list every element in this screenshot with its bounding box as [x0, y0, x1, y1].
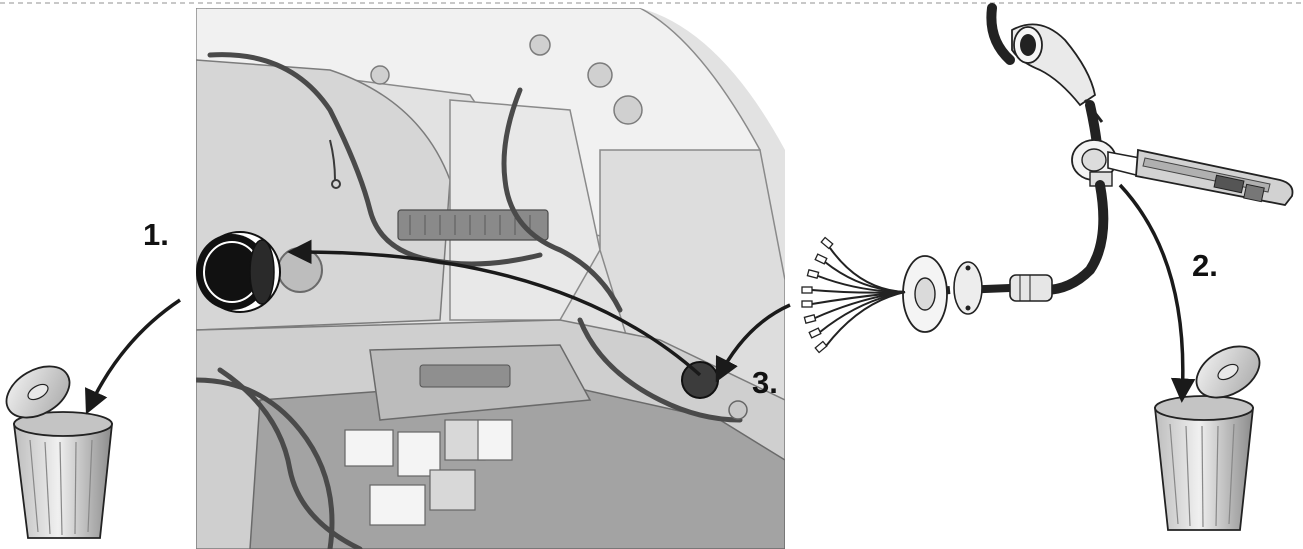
step-label-1: 1.	[143, 217, 169, 252]
step-label-3: 3.	[752, 365, 778, 400]
trash-bin-icon	[0, 356, 112, 538]
vehicle-interior-illustration	[196, 8, 796, 549]
wire-harness-icon	[802, 8, 1116, 353]
step-label-2: 2.	[1192, 248, 1218, 283]
trash-bin-icon	[1155, 336, 1268, 530]
target-hole	[682, 362, 718, 398]
rubber-grommet-icon	[196, 232, 280, 312]
utility-knife-icon	[1108, 150, 1293, 205]
grommet-hole	[278, 248, 322, 292]
